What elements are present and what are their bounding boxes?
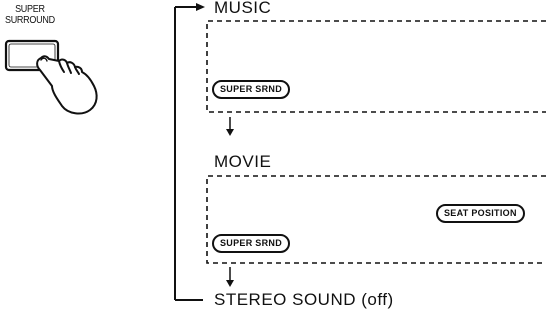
mode-label-music: MUSIC bbox=[214, 0, 271, 16]
button-caption-line-2: SURROUND bbox=[2, 15, 58, 26]
indicator-super-srnd-movie: SUPER SRND bbox=[212, 234, 290, 253]
mode-label-movie: MOVIE bbox=[214, 153, 271, 170]
button-caption-line-1: SUPER bbox=[2, 4, 58, 15]
hand-pressing-button-icon bbox=[37, 56, 97, 113]
bracket-arrow-head bbox=[196, 3, 205, 11]
cycle-bracket bbox=[175, 7, 203, 300]
mode-label-stereo-sound: STEREO SOUND (off) bbox=[214, 291, 394, 308]
button-caption: SUPER SURROUND bbox=[2, 4, 58, 26]
down-arrow-1 bbox=[226, 117, 234, 136]
indicator-seat-position: SEAT POSITION bbox=[436, 204, 525, 223]
down-arrow-2 bbox=[226, 267, 234, 287]
indicator-super-srnd-music: SUPER SRND bbox=[212, 80, 290, 99]
